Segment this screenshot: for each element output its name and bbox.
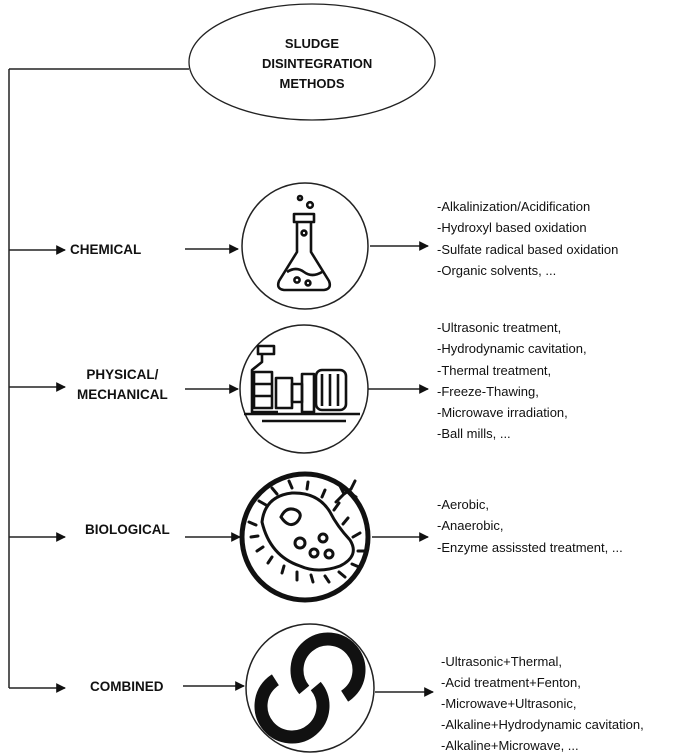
method-list-item: -Sulfate radical based oxidation bbox=[437, 241, 619, 257]
category-label-text: BIOLOGICAL bbox=[85, 522, 170, 537]
category-label-biological: BIOLOGICAL bbox=[85, 520, 170, 540]
method-list-item: -Microwave+Ultrasonic, bbox=[441, 696, 577, 711]
method-list-item: -Enzyme assissted treatment, ... bbox=[437, 539, 623, 555]
root-title: SLUDGE DISINTEGRATION METHODS bbox=[262, 34, 373, 94]
root-title-line: DISINTEGRATION bbox=[262, 56, 373, 71]
method-list-item: -Aerobic, bbox=[437, 497, 490, 512]
category-label-chemical: CHEMICAL bbox=[70, 240, 141, 260]
interlocking-rings-icon bbox=[245, 623, 375, 753]
category-label-text: PHYSICAL/ bbox=[86, 367, 159, 382]
method-list-item: -Alkaline+Microwave, ... bbox=[441, 738, 579, 753]
method-list-item: -Ball mills, ... bbox=[437, 426, 511, 442]
method-list-item: -Ultrasonic treatment, bbox=[437, 320, 562, 335]
method-list-combined: -Ultrasonic+Thermal, -Acid treatment+Fen… bbox=[441, 651, 644, 756]
method-list-item: -Ultrasonic+Thermal, bbox=[441, 654, 563, 669]
method-list-physical-mechanical: -Ultrasonic treatment, -Hydrodynamic cav… bbox=[437, 317, 587, 445]
category-label-physical-mechanical: PHYSICAL/ MECHANICAL bbox=[77, 365, 168, 405]
method-list-item: -Microwave irradiation, bbox=[437, 405, 568, 421]
category-label-combined: COMBINED bbox=[90, 677, 164, 697]
industrial-machine-icon bbox=[239, 324, 369, 454]
method-list-item: -Alkaline+Hydrodynamic cavitation, bbox=[441, 717, 644, 732]
category-label-text: CHEMICAL bbox=[70, 242, 142, 257]
bacterium-icon bbox=[239, 471, 371, 603]
method-list-item: -Hydrodynamic cavitation, bbox=[437, 341, 587, 357]
category-label-text: MECHANICAL bbox=[77, 387, 168, 402]
method-list-item: -Hydroxyl based oxidation bbox=[437, 220, 587, 236]
method-list-biological: -Aerobic, -Anaerobic, -Enzyme assissted … bbox=[437, 494, 623, 558]
method-list-item: -Organic solvents, ... bbox=[437, 262, 557, 278]
category-label-text: COMBINED bbox=[90, 679, 164, 694]
method-list-item: -Acid treatment+Fenton, bbox=[441, 675, 581, 690]
method-list-item: -Anaerobic, bbox=[437, 518, 504, 534]
method-list-item: -Thermal treatment, bbox=[437, 362, 552, 378]
method-list-item: -Freeze-Thawing, bbox=[437, 383, 539, 399]
method-list-item: -Alkalinization/Acidification bbox=[437, 199, 591, 214]
method-list-chemical: -Alkalinization/Acidification -Hydroxyl … bbox=[437, 196, 618, 281]
root-title-line: METHODS bbox=[279, 76, 345, 91]
flask-icon bbox=[241, 182, 369, 310]
root-ellipse bbox=[188, 3, 436, 121]
connector-trunk bbox=[8, 68, 189, 688]
root-title-line: SLUDGE bbox=[284, 36, 340, 51]
